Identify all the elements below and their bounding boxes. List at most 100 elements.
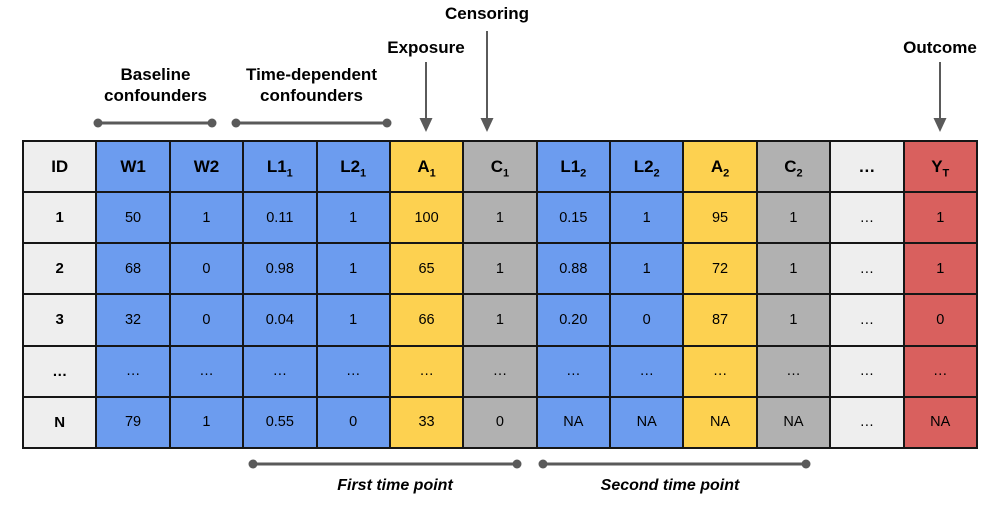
baseline-confounders-label: Baseline confounders	[104, 65, 207, 105]
column-header-base: L2	[340, 156, 361, 176]
column-header-y-t: YT	[902, 140, 978, 193]
column-header-base: ID	[51, 156, 69, 176]
table-cell-w2-row-1: 1	[168, 190, 245, 245]
table-cell-ellipsis-row-N: …	[829, 395, 905, 450]
column-header-subscript: T	[942, 166, 950, 179]
exposure-arrow	[419, 62, 433, 132]
table-cell-c-1-row-1: 1	[462, 190, 538, 245]
column-header-c-1: C1	[462, 140, 538, 193]
second-time-point-label: Second time point	[600, 477, 740, 494]
column-header-base: A	[710, 156, 724, 176]
table-cell-l2-1-row-2: 1	[315, 242, 391, 296]
table-cell-l1-1-row-1: 0.11	[242, 190, 318, 245]
table-cell-l2-1-row-1: 1	[315, 190, 391, 245]
table-cell-c-1-row-…: …	[462, 344, 538, 398]
column-header-subscript: 2	[796, 166, 803, 179]
table-cell-l1-1-row-3: 0.04	[242, 293, 318, 347]
table-cell-ellipsis-row-1: …	[829, 190, 905, 245]
table-cell-ellipsis-row-3: …	[829, 293, 905, 347]
table-cell-a-1-row-N: 33	[388, 395, 465, 450]
first-time-point-label: First time point	[337, 477, 453, 494]
column-header-subscript: 1	[429, 166, 436, 179]
table-cell-l2-1-row-…: …	[315, 344, 391, 398]
column-header-subscript: 2	[653, 166, 660, 179]
column-header-subscript: 1	[503, 166, 510, 179]
table-cell-c-1-row-2: 1	[462, 242, 538, 296]
table-cell-w1-row-2: 68	[95, 242, 171, 296]
column-header-w1: W1	[95, 140, 171, 193]
column-header-base: L2	[633, 156, 654, 176]
table-cell-id-row-…: …	[21, 344, 98, 398]
table-cell-a-1-row-2: 65	[388, 242, 465, 296]
table-cell-id-row-2: 2	[21, 242, 98, 296]
table-cell-c-2-row-2: 1	[755, 242, 832, 296]
table-cell-a-1-row-3: 66	[388, 293, 465, 347]
table-cell-l1-1-row-…: …	[242, 344, 318, 398]
column-header-base: C	[490, 156, 504, 176]
column-header-ellipsis: …	[829, 140, 905, 193]
table-cell-l1-2-row-…: …	[535, 344, 612, 398]
table-cell-y-t-row-N: NA	[902, 395, 978, 450]
column-header-subscript: 2	[580, 166, 587, 179]
table-cell-l1-2-row-2: 0.88	[535, 242, 612, 296]
table-cell-l2-2-row-3: 0	[608, 293, 685, 347]
table-cell-l1-2-row-N: NA	[535, 395, 612, 450]
column-header-base: …	[858, 156, 876, 176]
column-header-base: W2	[193, 156, 220, 176]
table-cell-w2-row-2: 0	[168, 242, 245, 296]
table-cell-a-1-row-1: 100	[388, 190, 465, 245]
table-cell-id-row-N: N	[21, 395, 98, 450]
column-header-a-1: A1	[388, 140, 465, 193]
table-cell-a-2-row-…: …	[682, 344, 758, 398]
exposure-label: Exposure	[387, 38, 465, 57]
table-cell-l2-1-row-N: 0	[315, 395, 391, 450]
table-cell-a-2-row-N: NA	[682, 395, 758, 450]
column-header-base: Y	[931, 156, 943, 176]
table-cell-a-2-row-2: 72	[682, 242, 758, 296]
column-header-subscript: 2	[723, 166, 730, 179]
table-cell-y-t-row-3: 0	[902, 293, 978, 347]
table-cell-l2-2-row-…: …	[608, 344, 685, 398]
table-cell-y-t-row-1: 1	[902, 190, 978, 245]
table-cell-w1-row-…: …	[95, 344, 171, 398]
table-cell-c-2-row-3: 1	[755, 293, 832, 347]
table-cell-l2-2-row-N: NA	[608, 395, 685, 450]
table-cell-l2-1-row-3: 1	[315, 293, 391, 347]
table-cell-ellipsis-row-2: …	[829, 242, 905, 296]
table-cell-c-1-row-N: 0	[462, 395, 538, 450]
table-cell-l1-2-row-1: 0.15	[535, 190, 612, 245]
table-cell-l2-2-row-2: 1	[608, 242, 685, 296]
table-cell-l1-1-row-N: 0.55	[242, 395, 318, 450]
table-cell-w2-row-3: 0	[168, 293, 245, 347]
column-header-subscript: 1	[286, 166, 293, 179]
first-time-point-connector	[248, 459, 522, 469]
column-header-l2-2: L22	[608, 140, 685, 193]
time-dependent-confounders-connector	[231, 118, 392, 128]
table-cell-l2-2-row-1: 1	[608, 190, 685, 245]
table-cell-id-row-3: 3	[21, 293, 98, 347]
table-cell-w1-row-1: 50	[95, 190, 171, 245]
table-cell-c-1-row-3: 1	[462, 293, 538, 347]
table-cell-id-row-1: 1	[21, 190, 98, 245]
censoring-label: Censoring	[444, 4, 530, 23]
column-header-base: C	[784, 156, 797, 176]
column-header-l1-2: L12	[535, 140, 612, 193]
table-cell-w1-row-N: 79	[95, 395, 171, 450]
table-cell-a-2-row-3: 87	[682, 293, 758, 347]
baseline-confounders-connector	[93, 118, 217, 128]
table-cell-w2-row-N: 1	[168, 395, 245, 450]
table-cell-l1-2-row-3: 0.20	[535, 293, 612, 347]
column-header-c-2: C2	[755, 140, 832, 193]
table-cell-l1-1-row-2: 0.98	[242, 242, 318, 296]
column-header-subscript: 1	[360, 166, 367, 179]
table-cell-ellipsis-row-…: …	[829, 344, 905, 398]
column-header-id: ID	[21, 140, 98, 193]
column-header-base: A	[417, 156, 430, 176]
